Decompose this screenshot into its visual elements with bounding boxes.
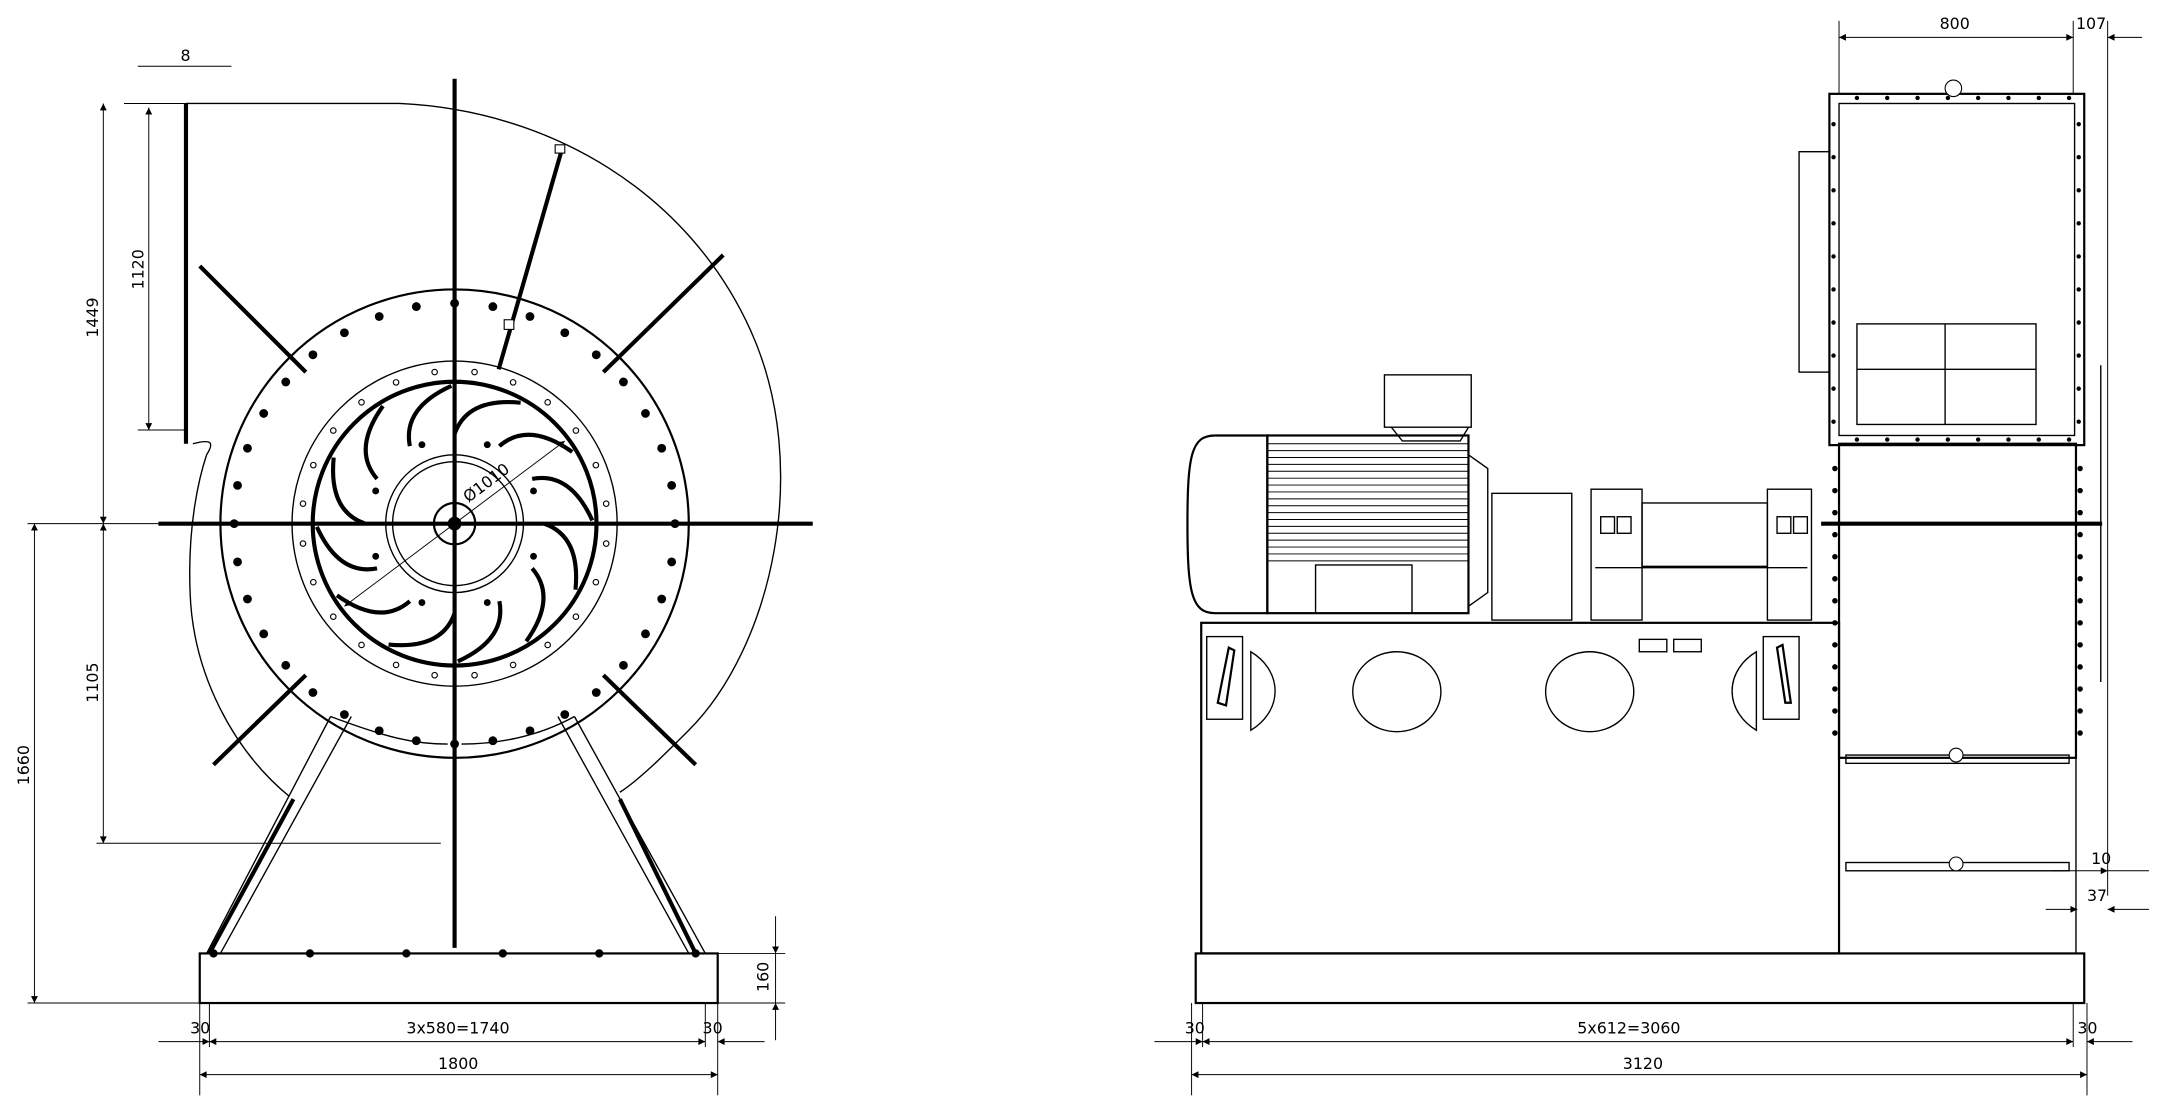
- dim-37: 37: [2087, 886, 2107, 905]
- pedestal-frame: [1200, 621, 1841, 955]
- scroll-housing: [185, 102, 782, 797]
- dim-3120: 3120: [1623, 1054, 1663, 1073]
- dim-1449: 1449: [83, 297, 102, 337]
- dim-edge-left-front: 30: [190, 1018, 210, 1037]
- impeller-diameter-label: Ø1010: [459, 459, 513, 506]
- dim-bolt-spacing-side: 5x612=3060: [1577, 1018, 1680, 1037]
- base-skid: [1194, 952, 2086, 1005]
- dim-107: 107: [2076, 14, 2106, 33]
- dim-160: 160: [754, 962, 773, 992]
- diameter-dim-line: [344, 440, 566, 607]
- fan-housing-side: [1798, 79, 2103, 955]
- support-legs: [206, 715, 706, 954]
- dim-1800: 1800: [438, 1054, 478, 1073]
- dim-800: 800: [1940, 14, 1970, 33]
- dim-1105: 1105: [83, 662, 102, 702]
- inlet-flange: [219, 288, 690, 759]
- dim-edge-left-side: 30: [1185, 1018, 1205, 1037]
- dim-bolt-spacing-front: 3x580=1740: [406, 1018, 509, 1037]
- base-bolts: [209, 949, 700, 958]
- dim-1120: 1120: [128, 249, 147, 289]
- dim-plate-thickness: 8: [180, 46, 190, 65]
- dim-edge-right-front: 30: [703, 1018, 723, 1037]
- inner-bolts: [299, 368, 610, 679]
- front-view: Ø1010 8 1449 1120 1105 1660: [14, 46, 813, 1096]
- side-dimensions: 800 107 10 37 30 5x612=3060 30 3120: [1154, 14, 2149, 1096]
- flange-bolts: [229, 298, 680, 749]
- bearings: [1590, 488, 1813, 621]
- electric-motor: [1186, 374, 1489, 615]
- side-view: 800 107 10 37 30 5x612=3060 30 3120: [1154, 14, 2149, 1096]
- frame-openings: [1206, 635, 1800, 733]
- base-frame: [198, 952, 719, 1005]
- coupling-guard: [1491, 492, 1573, 621]
- impeller-ring: [310, 379, 599, 668]
- dim-1660: 1660: [14, 745, 33, 785]
- front-dimensions: 8 1449 1120 1105 1660 160: [14, 46, 786, 1096]
- dim-10: 10: [2091, 849, 2111, 868]
- inner-flange: [291, 360, 618, 687]
- dim-edge-right-side: 30: [2077, 1018, 2097, 1037]
- stiffener-struts: [158, 78, 813, 948]
